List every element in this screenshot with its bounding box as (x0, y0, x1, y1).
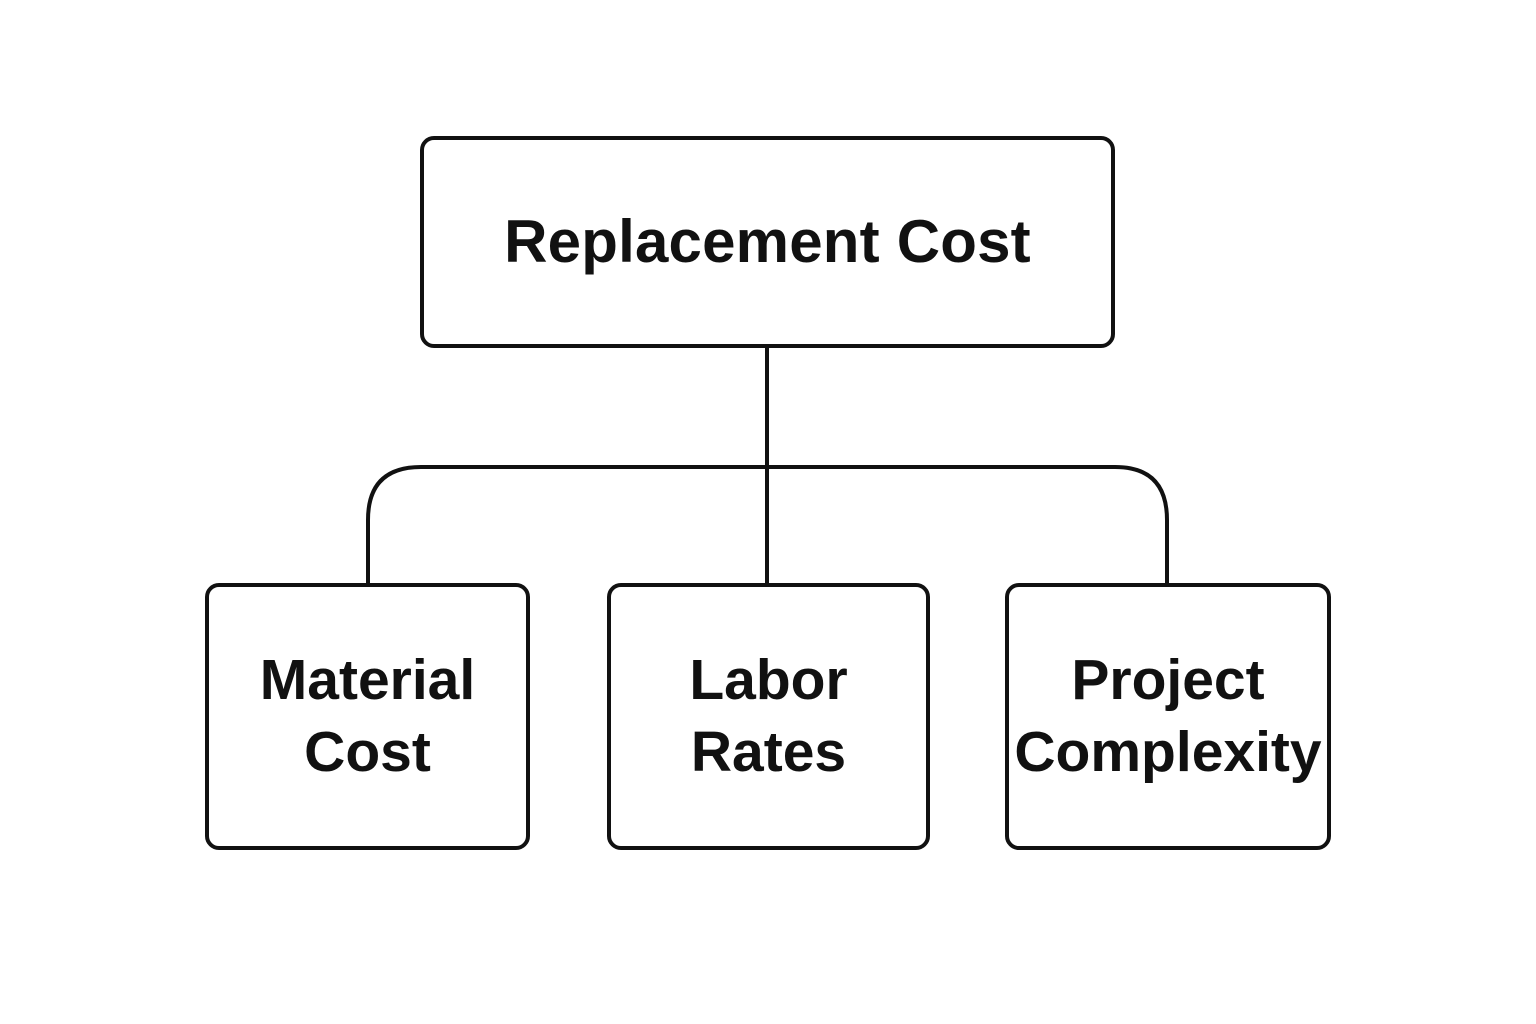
child-node-label: Labor Rates (689, 647, 848, 784)
child-node-labor-rates: Labor Rates (607, 583, 930, 850)
root-node-label: Replacement Cost (504, 208, 1031, 276)
child-node-project-complexity: Project Complexity (1005, 583, 1331, 850)
root-node-replacement-cost: Replacement Cost (420, 136, 1115, 348)
child-node-label: Project Complexity (1014, 647, 1322, 784)
child-node-label: Material Cost (259, 647, 476, 784)
child-node-material-cost: Material Cost (205, 583, 530, 850)
branch-bus-connector (366, 465, 1169, 583)
